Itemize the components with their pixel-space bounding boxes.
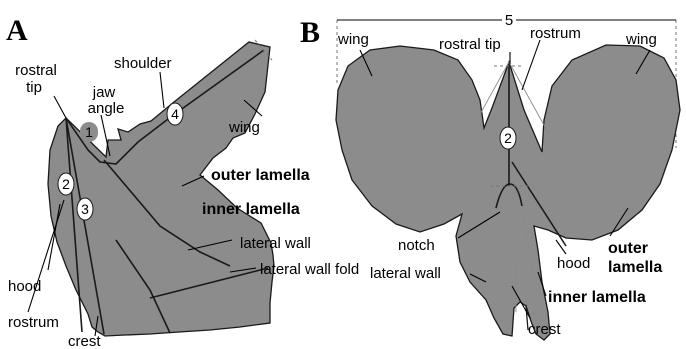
label-tip: tip bbox=[26, 79, 42, 96]
measurement-1: 1 bbox=[80, 122, 98, 142]
label-rostral-tip-b: rostral tip bbox=[439, 36, 501, 53]
measurement-5-label: 5 bbox=[505, 12, 513, 29]
measurement-1-label: 1 bbox=[85, 124, 93, 140]
label-wing-left: wing bbox=[337, 31, 369, 48]
measurement-4-label: 4 bbox=[171, 106, 179, 122]
measurement-3: 3 bbox=[77, 198, 93, 220]
label-inner-lamella-b: inner lamella bbox=[548, 289, 646, 306]
label-rostrum-a: rostrum bbox=[8, 314, 59, 331]
panel-a-letter: A bbox=[6, 14, 28, 47]
label-inner-lamella-a: inner lamella bbox=[202, 201, 300, 218]
label-crest-b: crest bbox=[528, 321, 561, 338]
label-lateral-wall-fold: lateral wall fold bbox=[260, 261, 359, 278]
measurement-b2: 2 bbox=[500, 127, 516, 149]
label-lamella-b: lamella bbox=[608, 259, 662, 276]
label-hood-a: hood bbox=[8, 278, 41, 295]
label-outer-lamella-a: outer lamella bbox=[211, 167, 310, 184]
measurement-2-label: 2 bbox=[62, 176, 70, 192]
measurement-3-label: 3 bbox=[81, 201, 89, 217]
label-crest-a: crest bbox=[68, 333, 101, 349]
label-angle: angle bbox=[88, 100, 125, 117]
measurement-4: 4 bbox=[167, 103, 183, 125]
label-jaw: jaw bbox=[92, 84, 116, 101]
panel-b-letter: B bbox=[300, 16, 320, 49]
label-rostrum-b: rostrum bbox=[530, 25, 581, 42]
label-wing-right: wing bbox=[625, 31, 657, 48]
label-lateral-wall-a: lateral wall bbox=[240, 235, 311, 252]
label-wing-a: wing bbox=[228, 119, 260, 136]
measurement-2: 2 bbox=[58, 173, 74, 195]
panel-b-bottom-notch bbox=[512, 302, 528, 336]
label-notch: notch bbox=[398, 237, 435, 254]
label-rostral: rostral bbox=[15, 62, 57, 79]
label-lateral-wall-b: lateral wall bbox=[370, 265, 441, 282]
label-shoulder: shoulder bbox=[114, 55, 172, 72]
measurement-b2-label: 2 bbox=[504, 130, 512, 146]
label-outer-b: outer bbox=[608, 240, 648, 257]
label-hood-b: hood bbox=[557, 255, 590, 272]
